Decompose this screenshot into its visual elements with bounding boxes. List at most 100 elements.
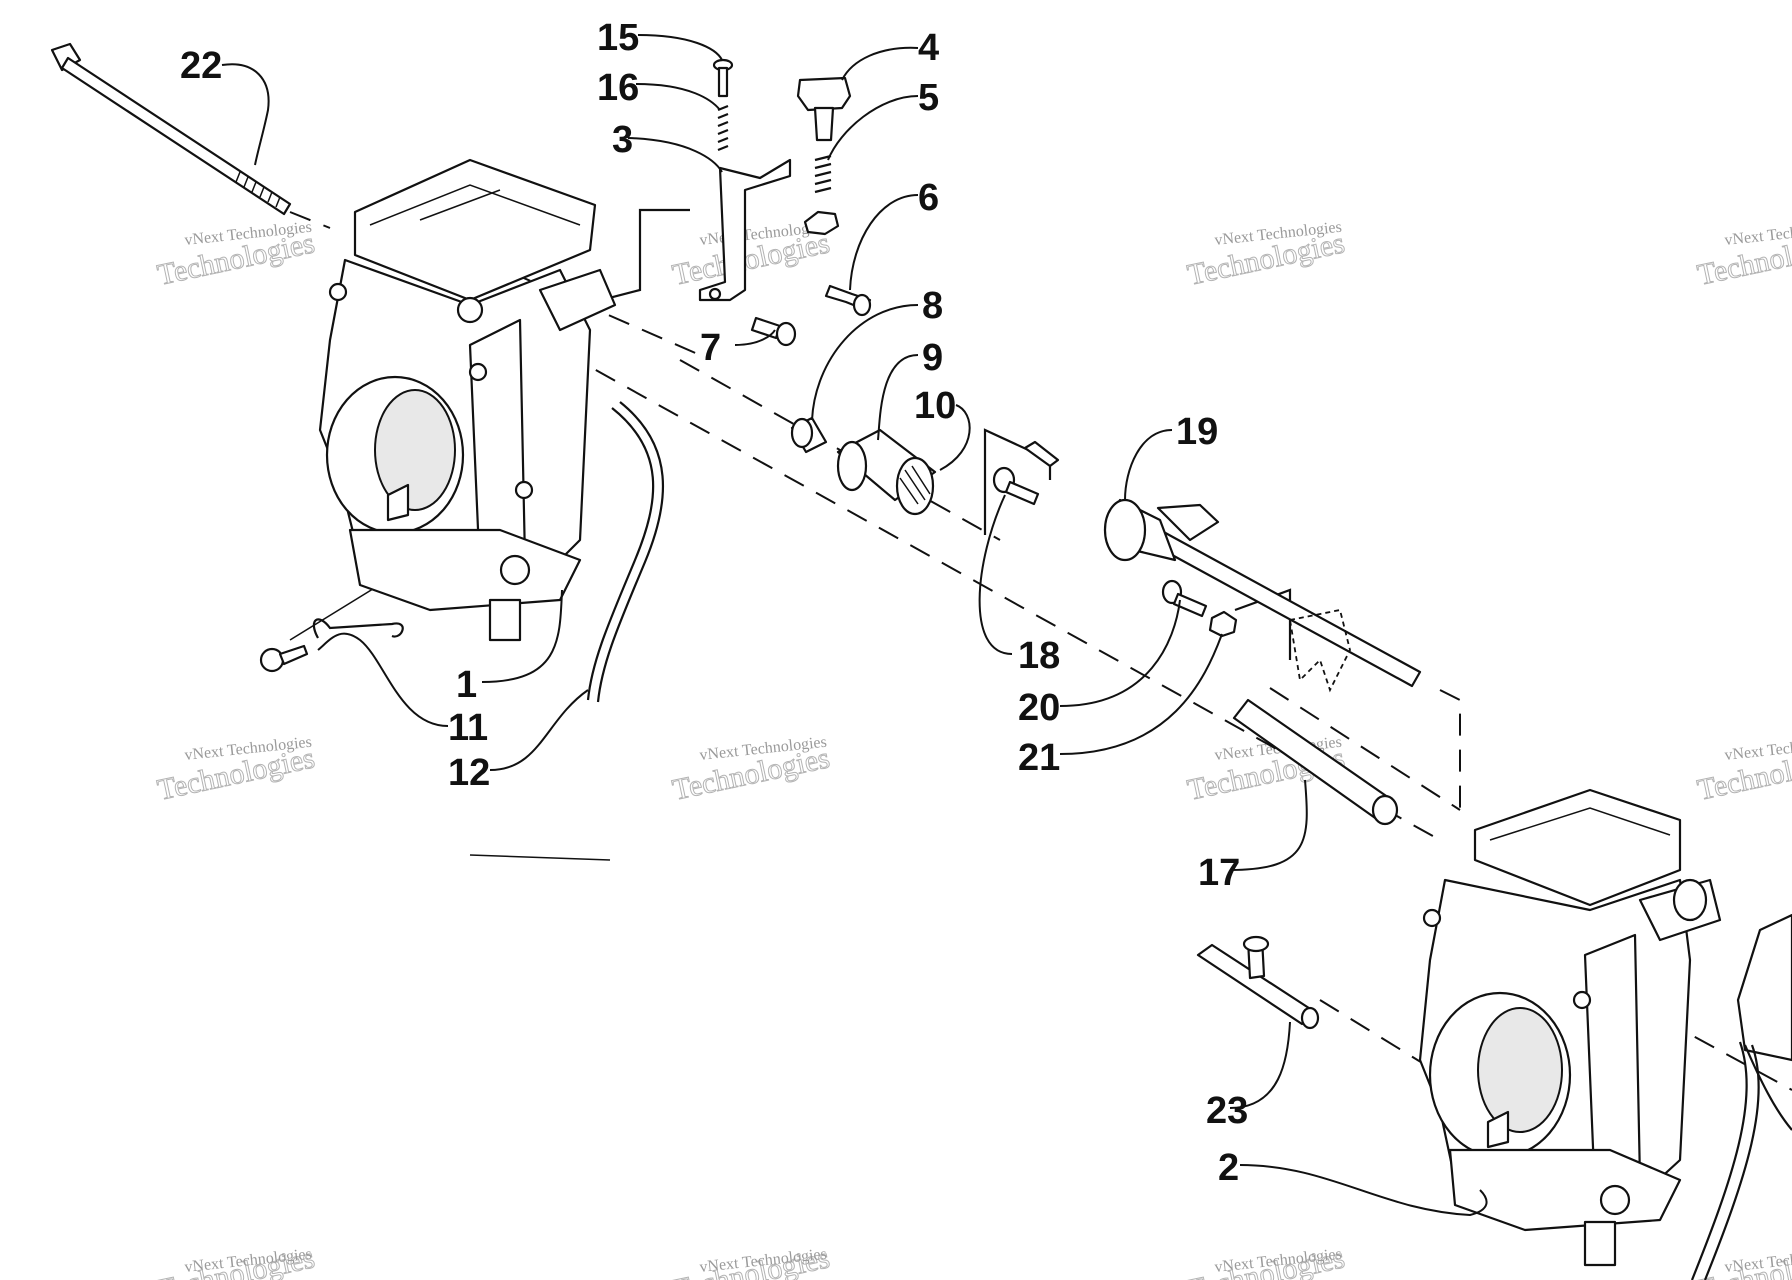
leader-21 (1059, 633, 1223, 755)
carb-drain-fitting (1583, 1220, 1617, 1267)
leader-12 (489, 689, 589, 771)
screw-20 (1161, 579, 1208, 618)
carb-logo-plate (386, 483, 410, 522)
small-spring (717, 104, 729, 152)
carb-top-cover-detail (1489, 807, 1671, 841)
adjuster-nut (803, 210, 840, 236)
carb-screw (514, 480, 534, 500)
spring-and-nut-5 (803, 154, 840, 236)
carb-top-cover (353, 158, 597, 302)
adjuster-knob-4 (796, 76, 852, 142)
knob-head (796, 76, 852, 112)
leader-9 (877, 354, 919, 441)
centerline-shaft-step (983, 428, 1052, 535)
bushing-8 (790, 416, 828, 454)
callout-4: 4 (918, 27, 939, 69)
adjuster-spring (814, 154, 832, 194)
leader-19 (1124, 429, 1173, 501)
bolt-thread (235, 171, 281, 208)
leader-11 (317, 632, 449, 727)
shaft-pin (1023, 440, 1060, 468)
clip-screw-shaft (278, 644, 309, 666)
leader-23 (1229, 1021, 1291, 1109)
leader-6 (849, 194, 919, 291)
screw-head (852, 293, 872, 317)
carb-drain-fitting (488, 598, 522, 642)
callout-19: 19 (1176, 411, 1218, 453)
clip-and-screw-11 (259, 618, 404, 673)
leader-8 (811, 304, 919, 421)
long-bolt-22 (50, 42, 292, 216)
right-edge-partial-carb (1690, 913, 1792, 1280)
leader-22 (221, 63, 270, 166)
carb-fuel-inlet (499, 554, 531, 586)
screw-body (750, 316, 782, 340)
leader-5 (827, 95, 919, 161)
callout-21: 21 (1018, 737, 1060, 779)
carburetor-left-1 (318, 158, 617, 642)
carb-screw (1572, 990, 1592, 1010)
shaft-arm (1156, 503, 1220, 542)
screw-shaft (717, 66, 729, 98)
vent-tube-left-edge (586, 407, 655, 701)
carb-screw (328, 282, 348, 302)
watermark-tile: Technologies vNext Technologies (1694, 1241, 1792, 1280)
callout-16: 16 (597, 67, 639, 109)
callout-23: 23 (1206, 1090, 1248, 1132)
wire-clip (312, 618, 404, 639)
bolt-shaft (60, 56, 292, 216)
leader-15 (637, 34, 723, 61)
shaft-pulley (1103, 498, 1147, 562)
callout-5: 5 (918, 77, 939, 119)
centerline-right-drop (1439, 689, 1461, 810)
clip-screw-head (259, 647, 285, 673)
partial-carb-body (1736, 913, 1792, 1062)
spring-16 (717, 104, 729, 152)
connector-tube-17 (1232, 698, 1399, 826)
vent-tube-right-edge (596, 401, 665, 703)
carb-top-cover-detail (369, 184, 581, 226)
nut-21 (1208, 610, 1238, 638)
screw-6 (824, 284, 872, 317)
carb-float-bowl (348, 528, 582, 612)
callout-3: 3 (612, 119, 633, 161)
watermark-tile: Technologies vNext Technologies (154, 734, 318, 808)
vent-tube-12 (586, 401, 665, 703)
sleeve-end-left (836, 440, 868, 492)
tee-fitting-23 (1196, 935, 1320, 1030)
carb-fuel-inlet (1599, 1184, 1631, 1216)
watermark-tile: Technologies vNext Technologies (1694, 219, 1792, 293)
callout-7: 7 (700, 327, 721, 369)
callout-2: 2 (1218, 1147, 1239, 1189)
watermark-tile: Technologies vNext Technologies (1694, 734, 1792, 808)
screw-body (1172, 592, 1208, 618)
callout-15: 15 (597, 17, 639, 59)
centerline-lower (1269, 687, 1461, 811)
leader-17 (1229, 779, 1308, 871)
carb-logo-plate (1486, 1110, 1510, 1149)
watermark-tile: Technologies vNext Technologies (669, 734, 833, 808)
leader-lines (221, 34, 1488, 1217)
bushing-end (790, 417, 814, 449)
watermark-tile: Technologies vNext Technologies (1184, 219, 1348, 293)
callout-17: 17 (1198, 852, 1240, 894)
screw-18 (992, 466, 1040, 506)
leader-3 (627, 137, 723, 173)
centerline-main-shaft (469, 299, 1441, 841)
centerline-bolt (289, 211, 331, 229)
tube-end (1371, 794, 1399, 826)
watermark-tile: Technologies vNext Technologies (154, 1241, 318, 1280)
hex-nut (1208, 610, 1238, 638)
carb-screw (1422, 908, 1442, 928)
screw-body (1004, 480, 1040, 506)
leader-18 (978, 494, 1013, 655)
spring-sleeve-9 (836, 428, 937, 516)
throttle-shaft-19 (1023, 440, 1422, 693)
partial-tube (1743, 1044, 1792, 1131)
callout-11: 11 (448, 707, 488, 749)
leader-4 (841, 46, 919, 81)
knob-stem (813, 106, 835, 142)
leader-16 (635, 83, 721, 111)
carb-throat-inner (374, 389, 456, 511)
